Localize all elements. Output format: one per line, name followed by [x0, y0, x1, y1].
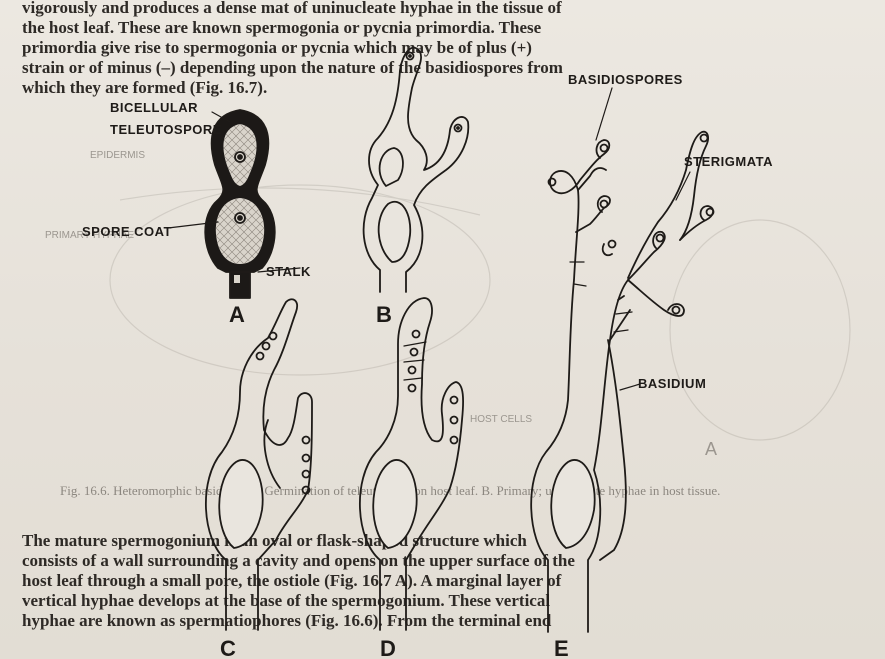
- label-teleutospore: TELEUTOSPORE: [110, 122, 222, 137]
- upper-nucleolus: [238, 155, 242, 159]
- panel-e-basidium-with-basidiospores: [531, 88, 713, 632]
- lower-cell-texture: [216, 198, 264, 264]
- label-spore-coat: SPORE COAT: [82, 224, 172, 239]
- label-basidium: BASIDIUM: [638, 376, 706, 391]
- label-bicellular: BICELLULAR: [110, 100, 198, 115]
- panel-d-basidium: [360, 298, 463, 630]
- c-nucleus-1: [303, 437, 310, 444]
- e-spore-2: [601, 145, 608, 152]
- panel-c-basidium: [206, 299, 312, 630]
- stalk-highlight: [234, 275, 240, 283]
- panel-letter-c: C: [220, 636, 236, 659]
- leader-basidium: [620, 384, 640, 390]
- panel-b-germinating-spore: [364, 48, 469, 292]
- e-spore-4: [657, 235, 664, 242]
- e-spore-6: [701, 135, 708, 142]
- d-nucleus-3: [409, 367, 416, 374]
- leader-sterigmata: [676, 172, 690, 200]
- d-nucleus-7: [451, 437, 458, 444]
- label-sterigmata: STERIGMATA: [684, 154, 773, 169]
- lower-nucleolus: [238, 216, 242, 220]
- d-nucleus-5: [451, 397, 458, 404]
- c-spore-nucleus-1: [270, 333, 277, 340]
- c-nucleus-2: [303, 455, 310, 462]
- c-spore-nucleus-3: [257, 353, 264, 360]
- e-spore-8: [609, 241, 616, 248]
- label-basidiospores: BASIDIOSPORES: [568, 72, 683, 87]
- panel-letter-a: A: [229, 302, 245, 327]
- c-spore-nucleus-2: [263, 343, 270, 350]
- c-nucleus-3: [303, 471, 310, 478]
- d-nucleus-4: [409, 385, 416, 392]
- d-nucleus-1: [413, 331, 420, 338]
- label-stalk: STALK: [266, 264, 311, 279]
- e-spore-5: [673, 307, 680, 314]
- e-spore-3: [601, 201, 608, 208]
- leader-basidiospores: [596, 88, 612, 140]
- panel-letter-d: D: [380, 636, 396, 659]
- d-nucleus-6: [451, 417, 458, 424]
- panel-letter-b: B: [376, 302, 392, 327]
- d-nucleus-2: [411, 349, 418, 356]
- panel-letter-e: E: [554, 636, 569, 659]
